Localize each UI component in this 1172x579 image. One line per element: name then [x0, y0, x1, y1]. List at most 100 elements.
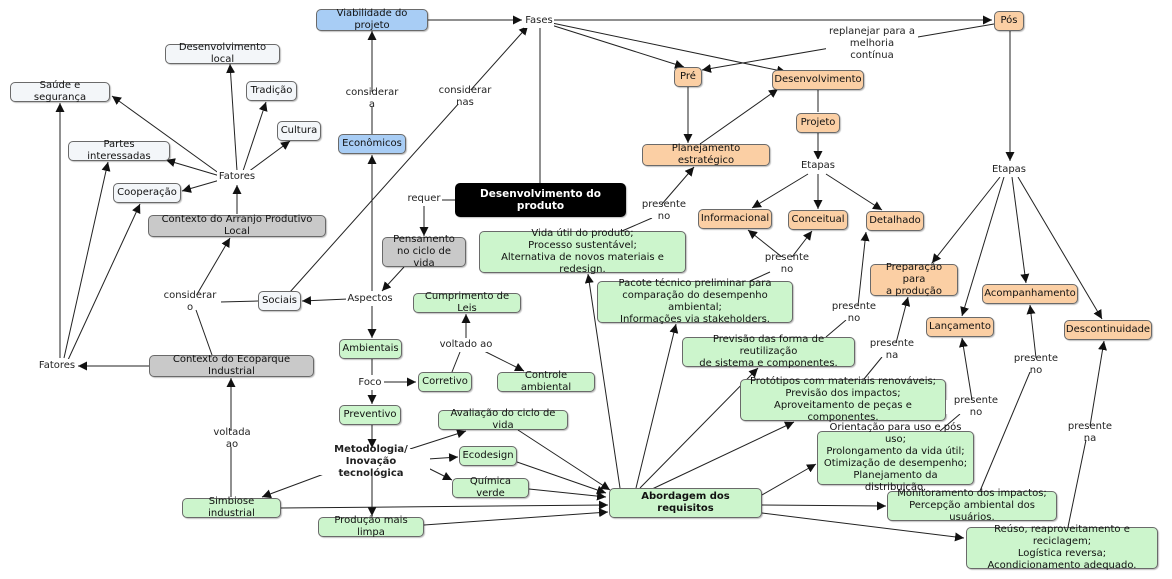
- planejamento-node[interactable]: Planejamento estratégico: [642, 143, 770, 166]
- simbiose-node[interactable]: Simbiose industrial: [182, 496, 281, 519]
- corretivo-node[interactable]: Corretivo: [418, 372, 472, 392]
- edge-presente-preparacao: [895, 296, 911, 344]
- pacote-node[interactable]: Pacote técnico preliminar para comparaçã…: [597, 278, 793, 325]
- arranjo-node[interactable]: Contexto do Arranjo Produtivo Local: [148, 214, 326, 237]
- orientacao-node[interactable]: Orientação para uso e pós uso; Prolongam…: [817, 422, 974, 493]
- edge-etapas-descontinuidade: [1017, 176, 1103, 320]
- lancamento-node[interactable]: Lançamento: [926, 317, 994, 337]
- edge-vidautil-presente: [621, 217, 653, 232]
- ambientais-node[interactable]: Ambientais: [339, 339, 402, 359]
- quimica-node[interactable]: Química verde: [452, 476, 529, 499]
- pre-node[interactable]: Pré: [674, 67, 702, 87]
- edge-etapas-lancamento: [960, 176, 1005, 317]
- ecoparque-node[interactable]: Contexto do Ecoparque Industrial: [149, 354, 314, 377]
- edge-abordagem-prototipos: [649, 421, 795, 491]
- requer-label: requer: [406, 192, 442, 206]
- economicos-node[interactable]: Econômicos: [338, 134, 406, 154]
- descontinuidade-node[interactable]: Descontinuidade: [1064, 320, 1152, 340]
- prototipos-node[interactable]: Protótipos com materiais renováveis; Pre…: [740, 376, 946, 423]
- cumprimento-node[interactable]: Cumprimento de Leis: [413, 291, 521, 314]
- desenvolvimento-node[interactable]: Desenvolvimento: [772, 70, 864, 90]
- partes-node[interactable]: Partes interessadas: [68, 139, 170, 162]
- foco-label: Foco: [356, 376, 384, 390]
- avaliacao-node[interactable]: Avaliação do ciclo de vida: [438, 408, 568, 431]
- edge-presente-planejamento: [661, 166, 695, 205]
- edge-fatores-cooperacao: [181, 179, 221, 193]
- controle-node[interactable]: Controle ambiental: [497, 370, 595, 393]
- presente-no-5-label: presente no: [1006, 353, 1066, 376]
- edge-monitoramento-presente: [979, 371, 1031, 492]
- sociais-node[interactable]: Sociais: [258, 291, 301, 311]
- reuso-node[interactable]: Reúso, reaproveitamento e reciclagem; Lo…: [966, 524, 1158, 571]
- cultura-node[interactable]: Cultura: [277, 121, 321, 141]
- edge-etapas-informacional: [751, 173, 809, 209]
- abordagem-node[interactable]: Abordagem dos requisitos: [609, 488, 762, 518]
- informacional-node[interactable]: Informacional: [698, 209, 772, 229]
- tradicao-node[interactable]: Tradição: [246, 81, 297, 101]
- edge-fases-pre: [547, 23, 685, 69]
- edge-presente-conceitual: [791, 230, 813, 258]
- voltada-ao-label: voltada ao: [205, 427, 259, 450]
- edge-etapas-acompanhamento: [1011, 176, 1030, 284]
- edge-metodologia-simbiose: [261, 470, 333, 499]
- edge-pensamento-aspectos: [381, 266, 405, 292]
- saude-node[interactable]: Saúde e segurança: [10, 80, 110, 103]
- edge-fatores-tradicao: [242, 101, 268, 172]
- edge-sociais-fases: [289, 25, 529, 293]
- edge-fatores-partes-2: [63, 161, 111, 359]
- edge-producao-abordagem: [423, 508, 609, 526]
- monitoramento-node[interactable]: Monitoramento dos impactos; Percepção am…: [887, 488, 1057, 523]
- etapas-mid-label: Etapas: [800, 159, 836, 173]
- edge-presente-acompanhamento: [1026, 304, 1037, 359]
- desenvolvimento-local-node[interactable]: Desenvolvimento local: [165, 42, 280, 65]
- edge-previsao-presente: [825, 319, 847, 338]
- projeto-node[interactable]: Projeto: [796, 113, 840, 133]
- edge-quimica-abordagem: [528, 488, 607, 501]
- acompanhamento-node[interactable]: Acompanhamento: [982, 284, 1078, 304]
- edge-pos-replanejar: [911, 23, 995, 39]
- edge-orientacao-presente: [939, 413, 961, 432]
- edge-abordagem-monitoramento: [761, 501, 887, 511]
- producao-node[interactable]: Produção mais limpa: [318, 515, 424, 538]
- presente-no-3-label: presente no: [824, 301, 884, 324]
- edge-presente-detalhado: [857, 231, 870, 307]
- desenvolvimento-produto-node[interactable]: Desenvolvimento do produto: [455, 183, 626, 217]
- presente-na-2-label: presente na: [1060, 421, 1120, 444]
- presente-no-4-label: presente no: [946, 395, 1006, 418]
- edge-considerar-arranjo: [195, 237, 231, 297]
- considerar-nas-label: considerar nas: [428, 85, 502, 108]
- viabilidade-node[interactable]: Viabilidade do projeto: [316, 8, 428, 31]
- previsao-node[interactable]: Previsão das forma de reutilização de si…: [682, 334, 855, 369]
- edge-fatores-desenvlocal: [226, 63, 238, 172]
- vida-util-node[interactable]: Vida útil do produto; Processo sustentáv…: [479, 228, 686, 275]
- fatores-top-label: Fatores: [217, 170, 257, 184]
- conceitual-node[interactable]: Conceitual: [788, 210, 848, 230]
- edge-ecoparque-considerar: [195, 309, 213, 356]
- pensamento-node[interactable]: Pensamento no ciclo de vida: [382, 234, 466, 269]
- metodologia-label: Metodologia/ Inovação tecnológica: [312, 444, 430, 479]
- edge-abordagem-orientacao: [761, 463, 817, 496]
- cooperacao-node[interactable]: Cooperação: [113, 183, 181, 203]
- edge-abordagem-vidautil: [584, 273, 621, 489]
- preparacao-node[interactable]: Preparação para a produção: [870, 262, 958, 297]
- preventivo-node[interactable]: Preventivo: [339, 405, 401, 425]
- edge-etapas-preparacao: [931, 176, 1001, 264]
- edge-avaliacao-abordagem: [517, 429, 611, 491]
- pos-node[interactable]: Pós: [994, 11, 1024, 31]
- voltado-ao-label: voltado ao: [438, 338, 494, 352]
- edge-simbiose-abordagem: [280, 500, 609, 510]
- detalhado-node[interactable]: Detalhado: [866, 211, 924, 231]
- edge-presente-informacional: [747, 229, 783, 258]
- considerar-a-label: considerar a: [340, 87, 404, 110]
- ecodesign-node[interactable]: Ecodesign: [459, 446, 517, 466]
- edge-pacote-presente: [749, 271, 771, 282]
- edge-etapas-detalhado: [825, 173, 883, 211]
- considerar-o-label: considerar o: [159, 290, 221, 313]
- edge-presente-descontinuidade: [1089, 340, 1107, 427]
- edge-abordagem-previsao: [639, 367, 759, 489]
- fatores-bottom-label: Fatores: [37, 359, 77, 373]
- edge-fases-desenvolvimento: [551, 22, 787, 75]
- edge-fatores-partes: [165, 158, 221, 177]
- edge-voltado-controle: [481, 349, 525, 372]
